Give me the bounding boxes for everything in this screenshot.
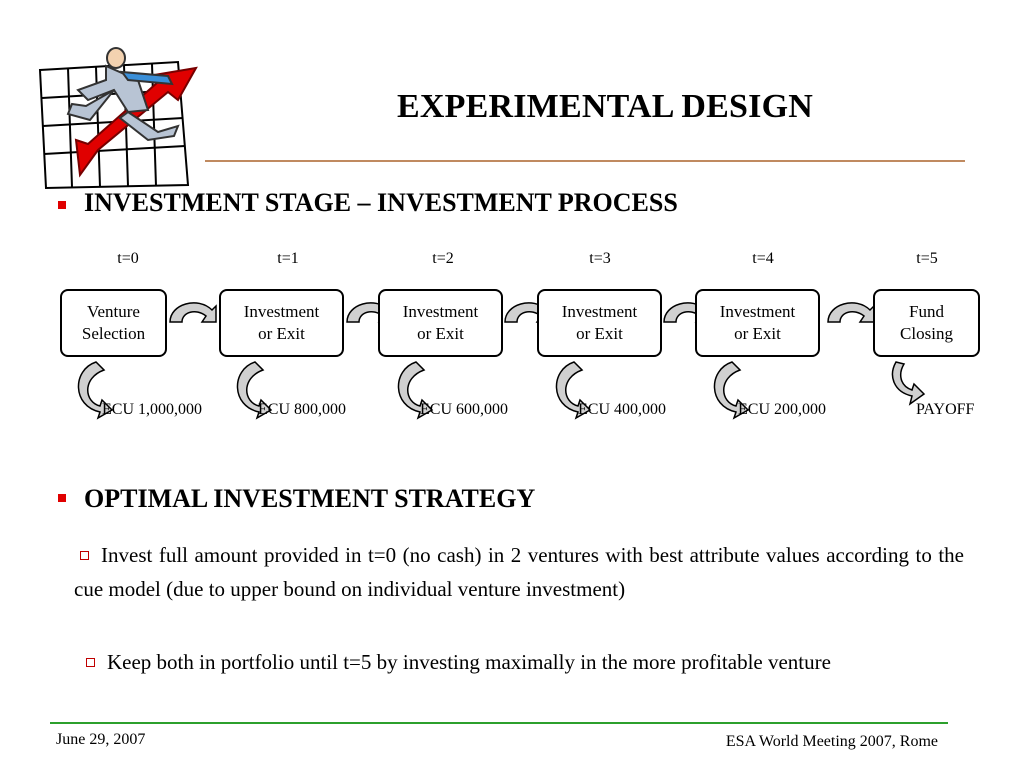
- time-label: t=5: [916, 250, 938, 267]
- stage-box-fund-closing: Fund Closing: [873, 289, 980, 357]
- stage-box-investment-or-exit: Investment or Exit: [219, 289, 344, 357]
- strategy-point: Keep both in portfolio until t=5 by inve…: [80, 645, 970, 679]
- curved-arrow-icon: [891, 361, 925, 405]
- strategy-point: Invest full amount provided in t=0 (no c…: [74, 538, 964, 606]
- amount-label: ECU 1,000,000: [102, 401, 202, 418]
- time-label: t=3: [589, 250, 611, 267]
- stage-box-venture-selection: Venture Selection: [60, 289, 167, 357]
- footer-divider: [50, 722, 948, 724]
- footer-conference: ESA World Meeting 2007, Rome: [725, 733, 938, 750]
- hollow-square-bullet-icon: [86, 658, 95, 668]
- strategy-point-text: Invest full amount provided in t=0 (no c…: [74, 543, 964, 601]
- square-bullet-icon: [58, 494, 66, 502]
- time-label: t=4: [752, 250, 774, 267]
- businessman-chart-clipart-icon: [38, 47, 198, 190]
- curved-arrow-icon: [169, 302, 217, 323]
- amount-label: ECU 200,000: [738, 401, 826, 418]
- stage-box-investment-or-exit: Investment or Exit: [695, 289, 820, 357]
- time-label: t=0: [117, 250, 139, 267]
- title-divider: [205, 160, 965, 162]
- section-heading-investment-stage: INVESTMENT STAGE – INVESTMENT PROCESS: [84, 188, 678, 217]
- payoff-label: PAYOFF: [916, 401, 975, 418]
- time-label: t=1: [277, 250, 299, 267]
- hollow-square-bullet-icon: [80, 551, 89, 561]
- strategy-point-text: Keep both in portfolio until t=5 by inve…: [107, 650, 831, 674]
- amount-label: ECU 800,000: [258, 401, 346, 418]
- stage-box-investment-or-exit: Investment or Exit: [378, 289, 503, 357]
- stage-box-investment-or-exit: Investment or Exit: [537, 289, 662, 357]
- amount-label: ECU 400,000: [578, 401, 666, 418]
- section-heading-optimal-strategy: OPTIMAL INVESTMENT STRATEGY: [84, 484, 536, 513]
- time-label: t=2: [432, 250, 454, 267]
- footer-date: June 29, 2007: [56, 731, 146, 748]
- square-bullet-icon: [58, 201, 66, 209]
- slide-title: EXPERIMENTAL DESIGN: [397, 88, 813, 125]
- curved-arrow-icon: [827, 302, 875, 323]
- amount-label: ECU 600,000: [420, 401, 508, 418]
